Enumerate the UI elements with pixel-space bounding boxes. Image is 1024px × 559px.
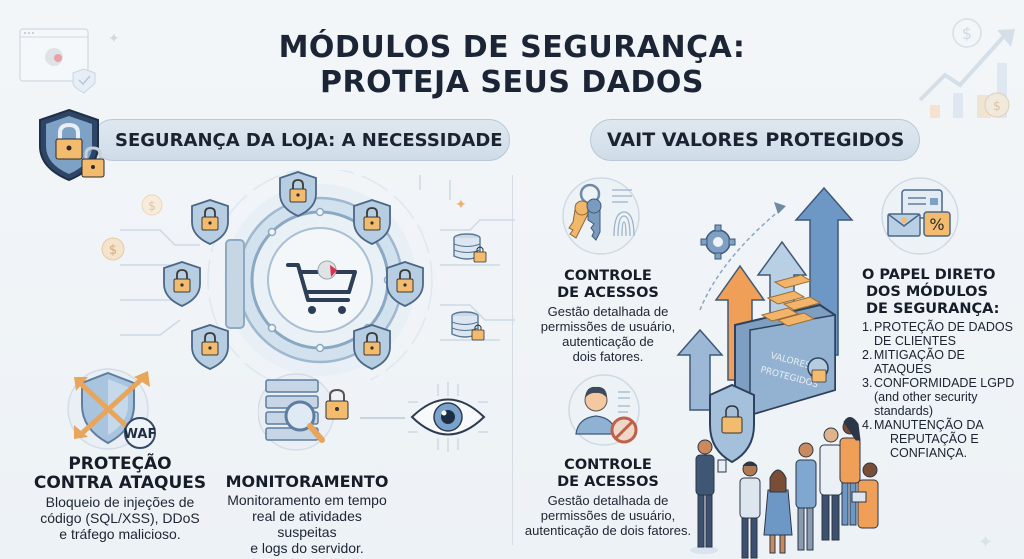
feature-desc-line: permissões de usuário, xyxy=(540,319,676,334)
shield-lock-icon xyxy=(36,108,112,182)
svg-text:$: $ xyxy=(962,24,972,43)
role-title-line: O PAPEL DIRETO xyxy=(862,267,996,283)
role-item-line: (and other security xyxy=(874,390,978,404)
connector-line xyxy=(360,417,405,419)
page-title: MÓDULOS DE SEGURANÇA: PROTEJA SEUS DADOS xyxy=(0,30,1024,100)
feature-desc-line: permissões de usuário, xyxy=(540,508,676,523)
section-header-left-label: SEGURANÇA DA LOJA: A NECESSIDADE xyxy=(115,129,503,151)
feature-title-line: CONTROLE xyxy=(564,268,652,284)
feature-desc-line: Monitoramento em tempo xyxy=(227,492,387,508)
role-item-line: CONFIANÇA. xyxy=(890,446,968,460)
feature-desc-line: Gestão detalhada de xyxy=(547,304,669,319)
feature-title-line: MONITORAMENTO xyxy=(225,472,389,491)
feature-desc-waf: Bloqueio de injeções de código (SQL/XSS)… xyxy=(30,494,210,542)
growth-chart-decoration: $ $ xyxy=(915,15,1020,120)
svg-text:%: % xyxy=(929,215,944,234)
people-crowd-illustration xyxy=(680,400,880,559)
feature-desc-line: Gestão detalhada de xyxy=(547,493,669,508)
title-line-2: PROTEJA SEUS DADOS xyxy=(319,65,704,100)
title-line-1: MÓDULOS DE SEGURANÇA: xyxy=(278,30,746,65)
database-lock-icon xyxy=(450,310,490,344)
role-item-number: 4. xyxy=(862,418,873,432)
feature-desc-monitoring: Monitoramento em tempo real de atividade… xyxy=(222,492,392,556)
feature-desc-access-1: Gestão detalhada de permissões de usuári… xyxy=(538,304,678,364)
keys-fingerprint-icon xyxy=(556,176,646,258)
role-item-line: DE CLIENTES xyxy=(874,334,956,348)
feature-title-line: PROTEÇÃO xyxy=(68,454,172,474)
role-item-line: MITIGAÇÃO DE ATAQUES xyxy=(873,348,965,376)
svg-text:$: $ xyxy=(148,199,156,213)
svg-text:$: $ xyxy=(993,99,1001,113)
feature-title-line: CONTRA ATAQUES xyxy=(33,473,207,493)
gear-icon xyxy=(700,224,736,260)
database-lock-icon xyxy=(452,232,492,266)
coin-icon xyxy=(141,194,163,216)
sparkle-icon: ✦ xyxy=(455,196,467,212)
user-blocked-icon xyxy=(566,372,646,450)
feature-desc-line: autenticação de xyxy=(562,334,654,349)
feature-title-line: DE ACESSOS xyxy=(557,474,659,490)
role-item-line: PROTEÇÃO DE DADOS xyxy=(874,320,1013,334)
role-title: O PAPEL DIRETO DOS MÓDULOS DE SEGURANÇA: xyxy=(860,267,1024,318)
message-discount-icon: % xyxy=(878,176,962,258)
server-magnifier-icon xyxy=(258,372,358,452)
sparkle-icon: ✦ xyxy=(108,30,120,46)
feature-desc-line: e logs do servidor. xyxy=(250,540,364,556)
role-item-line: MANUTENÇÃO DA xyxy=(874,418,984,432)
role-title-line: DOS MÓDULOS xyxy=(866,284,988,300)
eye-icon xyxy=(408,382,488,452)
role-item-line: CONFORMIDADE LGPD xyxy=(874,376,1015,390)
feature-desc-line: código (SQL/XSS), DDoS xyxy=(40,510,200,526)
feature-title-waf: PROTEÇÃO CONTRA ATAQUES xyxy=(30,455,210,493)
feature-desc-line: real de atividades suspeitas xyxy=(252,508,362,540)
browser-window-decoration xyxy=(18,25,118,105)
feature-desc-line: autenticação de dois fatores. xyxy=(524,523,692,538)
feature-title-monitoring: MONITORAMENTO xyxy=(222,472,392,491)
section-header-right: VAIT VALORES PROTEGIDOS xyxy=(590,119,920,161)
svg-text:WAF: WAF xyxy=(124,427,157,442)
feature-title-line: DE ACESSOS xyxy=(557,285,659,301)
role-item-number: 2. xyxy=(862,348,873,362)
feature-title-line: CONTROLE xyxy=(564,457,652,473)
feature-desc-line: Bloqueio de injeções de xyxy=(45,494,195,510)
coin-icon: $ xyxy=(100,236,126,262)
section-divider xyxy=(512,175,513,545)
role-item-number: 3. xyxy=(862,376,873,390)
section-header-right-label: VAIT VALORES PROTEGIDOS xyxy=(607,129,905,151)
feature-desc-line: e tráfego malicioso. xyxy=(59,526,181,542)
feature-desc-line: dois fatores. xyxy=(572,349,644,364)
role-item-number: 1. xyxy=(862,320,873,334)
sparkle-icon: ✦ xyxy=(978,532,994,552)
feature-desc-access-2: Gestão detalhada de permissões de usuári… xyxy=(523,493,693,538)
section-header-left: SEGURANÇA DA LOJA: A NECESSIDADE xyxy=(92,119,510,161)
feature-title-access-1: CONTROLE DE ACESSOS xyxy=(548,268,668,302)
role-item-line: standards) xyxy=(874,404,934,418)
role-title-line: DE SEGURANÇA: xyxy=(866,301,1000,317)
protected-values-illustration: VALORES PROTEGIDOS xyxy=(670,180,890,550)
svg-text:$: $ xyxy=(109,243,117,258)
role-item: 2. MITIGAÇÃO DE ATAQUES xyxy=(862,348,1024,376)
feature-title-access-2: CONTROLE DE ACESSOS xyxy=(548,457,668,491)
waf-shield-icon: WAF xyxy=(64,365,160,455)
role-item-line: REPUTAÇÃO E xyxy=(890,432,979,446)
